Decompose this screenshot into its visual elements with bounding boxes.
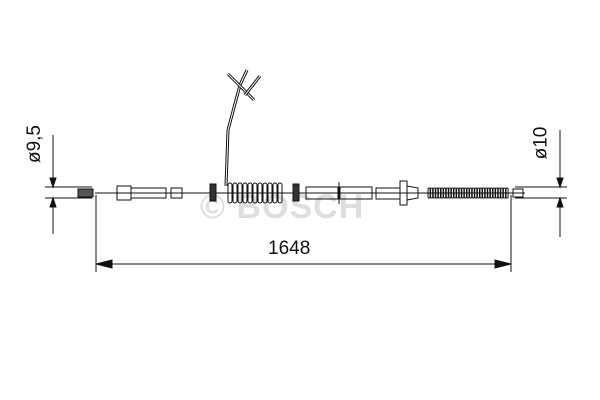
spring-coil: [476, 187, 480, 199]
spring-coil: [435, 187, 439, 199]
spring-coil: [484, 187, 488, 199]
spring-coil: [272, 182, 278, 204]
spring-coil: [277, 182, 283, 204]
right-diameter-label: ø10: [530, 126, 552, 160]
spring-coil: [461, 187, 465, 199]
spring-coil: [448, 187, 452, 199]
length-dimension: [95, 195, 512, 272]
spring-coil: [450, 187, 454, 199]
spring-coil: [453, 187, 457, 199]
spring-coil: [432, 187, 436, 199]
spring-large: [227, 182, 283, 204]
spring-coil: [227, 182, 233, 204]
sleeve: [305, 186, 339, 200]
left-diameter-label: ø9,5: [24, 124, 46, 164]
spring-coil: [232, 182, 238, 204]
spring-coil: [262, 182, 268, 204]
spring-coil: [437, 187, 441, 199]
spring-coil: [482, 187, 486, 199]
spring-coil: [267, 182, 273, 204]
spring-coil: [502, 187, 506, 199]
right-diameter-dimension: [515, 130, 567, 237]
spring-coil: [497, 187, 501, 199]
spring-coil: [440, 187, 444, 199]
right-end-fitting: [512, 188, 524, 198]
clip: [292, 183, 300, 202]
spring-coil: [479, 187, 483, 199]
spring-coil: [430, 187, 434, 199]
spring-coil: [463, 187, 467, 199]
spring-coil: [257, 182, 263, 204]
spring-coil: [492, 187, 496, 199]
spring-coil: [237, 182, 243, 204]
spring-coil: [471, 187, 475, 199]
left-diameter-dimension: [45, 135, 92, 234]
cable: [77, 180, 525, 206]
spring-coil: [242, 182, 248, 204]
spring-coil: [252, 182, 258, 204]
handle-wire: [224, 69, 262, 187]
spring-coil: [469, 187, 473, 199]
spring-coil: [456, 187, 460, 199]
spring-coil: [458, 187, 462, 199]
clip: [209, 183, 217, 202]
spring-coil: [487, 187, 491, 199]
spring-coil: [489, 187, 493, 199]
spring-coil: [500, 187, 504, 199]
length-label: 1648: [268, 238, 311, 259]
spring-coil: [505, 187, 509, 199]
spring-coil: [247, 182, 253, 204]
spring-coil: [466, 187, 470, 199]
spring-small: [427, 187, 509, 199]
spring-coil: [474, 187, 478, 199]
spring-coil: [427, 187, 431, 199]
spring-coil: [495, 187, 499, 199]
spring-coil: [443, 187, 447, 199]
spring-coil: [445, 187, 449, 199]
left-end-fitting: [77, 188, 94, 198]
